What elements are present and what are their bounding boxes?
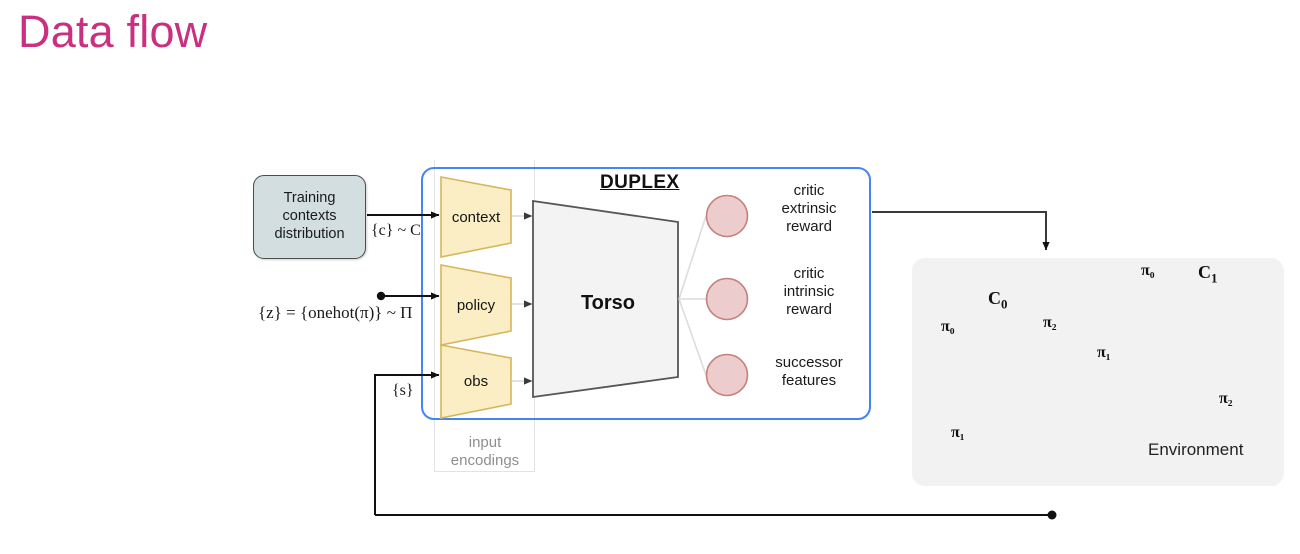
- label-context-input: {c} ~ C: [371, 222, 421, 239]
- head-circle-critic-extrinsic-reward[interactable]: [705, 194, 749, 238]
- cluster-c1-letter: C: [1198, 262, 1211, 282]
- head-circle-critic-intrinsic-reward[interactable]: [705, 277, 749, 321]
- label-policy-input: {z} = {onehot(π)} ~ Π: [258, 303, 413, 322]
- cluster-c1-label: C1: [1198, 262, 1217, 287]
- input-encodings-caption: input encodings: [437, 434, 533, 469]
- head-intrinsic-line-2: intrinsic: [783, 283, 835, 300]
- encoder-obs-label[interactable]: obs: [463, 372, 489, 390]
- dot-environment-feedback-source: [1047, 510, 1057, 520]
- head-extrinsic-line-3: reward: [786, 218, 832, 235]
- head-label-critic-extrinsic-reward: critic extrinsic reward: [757, 182, 861, 236]
- page-title: Data flow: [18, 6, 208, 57]
- cluster-c1-policy-1: π₁: [1097, 344, 1111, 361]
- duplex-title: DUPLEX: [600, 172, 680, 193]
- head-successor-line-1: successor: [775, 354, 843, 371]
- cluster-c0-label: C0: [988, 288, 1007, 313]
- head-label-successor-features: successor features: [757, 354, 861, 390]
- connector-torso-to-head-successor: [678, 298, 707, 376]
- training-box-line-1: Training: [283, 190, 336, 207]
- head-extrinsic-line-2: extrinsic: [781, 200, 837, 217]
- encoder-policy-shape[interactable]: [440, 264, 512, 346]
- head-circle-successor-features[interactable]: [705, 353, 749, 397]
- cluster-c0-letter: C: [988, 288, 1001, 308]
- head-intrinsic-line-3: reward: [786, 301, 832, 318]
- cluster-c0-policy-1: π₁: [951, 424, 965, 441]
- label-obs-input: {s}: [392, 382, 414, 399]
- training-contexts-distribution-box[interactable]: Training contexts distribution: [253, 175, 366, 259]
- training-box-line-3: distribution: [274, 225, 345, 242]
- torso-label: Torso: [580, 292, 636, 314]
- cluster-c1-policy-2: π₂: [1219, 390, 1233, 407]
- cluster-c1-policy-0: π₀: [1141, 262, 1155, 279]
- connector-torso-to-head-extrinsic: [678, 215, 707, 300]
- cluster-c0-policy-0: π₀: [941, 318, 955, 335]
- environment-label: Environment: [1148, 440, 1244, 459]
- environment-panel[interactable]: [912, 258, 1284, 486]
- head-extrinsic-line-1: critic: [793, 182, 825, 199]
- cluster-c0-policy-2: π₂: [1043, 314, 1057, 331]
- input-encodings-caption-line-1: input: [468, 434, 502, 451]
- encoder-context-label[interactable]: context: [451, 208, 501, 226]
- encoder-policy-label[interactable]: policy: [456, 296, 496, 314]
- torso-shape[interactable]: [532, 199, 679, 399]
- duplex-container: [421, 167, 871, 420]
- cluster-c1-subscript: 1: [1211, 270, 1218, 286]
- training-box-line-2: contexts: [282, 208, 337, 225]
- head-label-critic-intrinsic-reward: critic intrinsic reward: [757, 265, 861, 319]
- cluster-c0-subscript: 0: [1001, 296, 1008, 312]
- encoder-obs-shape[interactable]: [440, 344, 512, 419]
- encoder-context-shape[interactable]: [440, 176, 512, 258]
- arrow-feedback-to-obs-encoder: [374, 371, 440, 515]
- head-successor-line-2: features: [781, 372, 837, 389]
- arrow-duplex-to-environment: [872, 211, 1050, 251]
- head-intrinsic-line-1: critic: [793, 265, 825, 282]
- input-encodings-caption-line-2: encodings: [450, 451, 520, 469]
